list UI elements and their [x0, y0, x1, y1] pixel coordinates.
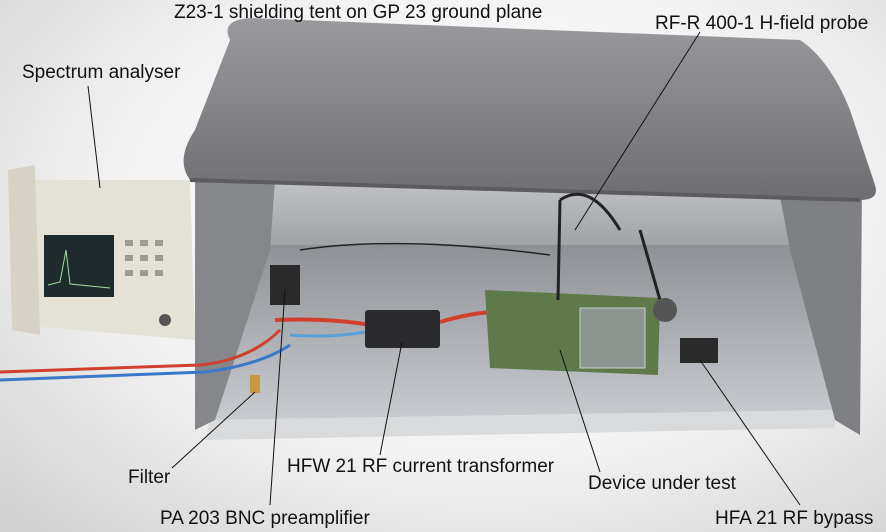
current-transformer [365, 310, 440, 348]
cable-blue [0, 343, 291, 382]
label-preamplifier: PA 203 BNC preamplifier [160, 508, 370, 529]
label-device-under-test: Device under test [588, 473, 736, 494]
rf-bypass [680, 338, 718, 363]
tent-roof [183, 18, 877, 200]
filter [250, 375, 260, 393]
cable-red [0, 328, 282, 374]
spectrum-analyser [8, 165, 195, 340]
label-shielding-tent: Z23-1 shielding tent on GP 23 ground pla… [174, 2, 543, 23]
ground-plane-edge [205, 410, 835, 440]
preamplifier [270, 265, 300, 305]
tent-left-wall [195, 175, 275, 430]
label-current-transformer: HFW 21 RF current transformer [287, 456, 555, 477]
leader-lines [87, 31, 801, 506]
label-rf-bypass: HFA 21 RF bypass [715, 508, 874, 529]
h-field-probe [556, 192, 662, 301]
label-filter: Filter [128, 467, 171, 488]
tent-right-wall [775, 170, 862, 435]
label-spectrum-analyser: Spectrum analyser [22, 62, 181, 83]
label-h-field-probe: RF-R 400-1 H-field probe [655, 13, 869, 34]
